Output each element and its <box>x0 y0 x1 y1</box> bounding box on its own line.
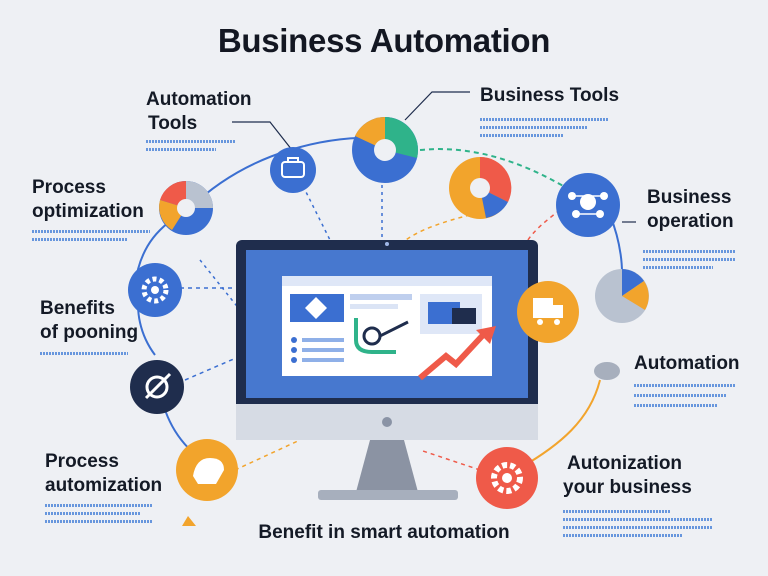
text-placeholder <box>45 520 153 523</box>
label-business-operation-line1: Business <box>647 187 732 208</box>
label-autonization-line2: your business <box>563 477 692 498</box>
label-process-optimization-line1: Process <box>32 177 106 198</box>
label-process-automization-line2: automization <box>45 475 163 496</box>
node-donut-orange <box>449 156 512 219</box>
text-placeholder <box>643 258 735 261</box>
label-process-automization-line1: Process <box>45 451 119 472</box>
label-benefits-line1: Benefits <box>40 298 115 319</box>
text-placeholder <box>480 126 588 129</box>
text-placeholder <box>563 534 683 537</box>
text-placeholder <box>634 384 736 387</box>
label-automation: Automation <box>634 353 740 374</box>
label-process-optimization-line2: optimization <box>32 201 144 222</box>
text-placeholder <box>643 250 735 253</box>
text-placeholder <box>634 394 726 397</box>
text-placeholder <box>146 148 216 151</box>
text-placeholder <box>563 526 713 529</box>
page-title: Business Automation <box>217 22 551 59</box>
text-placeholder <box>563 518 713 521</box>
footer-caption: Benefit in smart automation <box>258 522 510 543</box>
text-placeholder <box>32 230 150 233</box>
text-placeholder <box>146 140 236 143</box>
label-business-operation-line2: operation <box>647 211 734 232</box>
text-placeholder <box>643 266 713 269</box>
monitor <box>236 240 538 500</box>
text-placeholder <box>480 134 564 137</box>
node-right-pie <box>594 269 649 380</box>
node-business-tools-donut <box>352 116 418 183</box>
label-automation-tools-line2: Tools <box>148 113 198 134</box>
text-placeholder <box>634 404 718 407</box>
bottom-left-marker <box>182 516 196 526</box>
text-placeholder <box>45 512 141 515</box>
label-benefits-line2: of pooning <box>40 322 139 343</box>
label-autonization-line1: Autonization <box>567 453 683 474</box>
text-placeholder <box>32 238 128 241</box>
label-automation-tools-line1: Automation <box>146 89 252 110</box>
label-business-tools: Business Tools <box>480 85 620 106</box>
node-hand <box>176 439 238 501</box>
node-toolbox <box>270 147 316 193</box>
text-placeholder <box>563 510 671 513</box>
node-truck <box>517 281 579 343</box>
node-benefits-gear <box>128 263 182 317</box>
text-placeholder <box>40 352 128 355</box>
node-operation <box>556 173 620 237</box>
node-wrench <box>130 360 184 414</box>
node-process-pie <box>159 180 213 235</box>
text-placeholder <box>480 118 608 121</box>
text-placeholder <box>45 504 153 507</box>
node-cog <box>476 447 538 509</box>
